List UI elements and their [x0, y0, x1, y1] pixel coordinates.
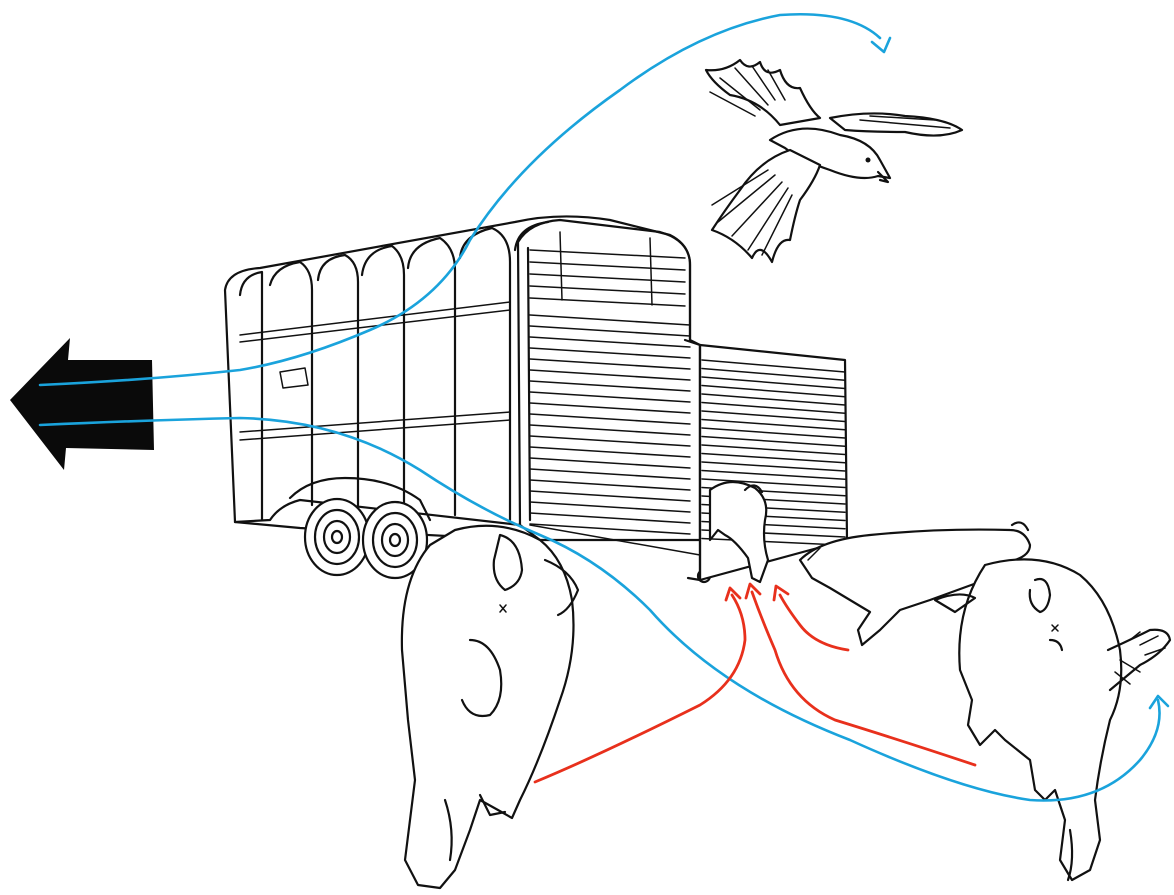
flying-bird [706, 60, 962, 262]
exit-arrow [10, 338, 154, 470]
pig-right [935, 559, 1170, 880]
open-gate [685, 340, 847, 580]
pig-left [402, 526, 578, 888]
red-flow-lines [535, 584, 975, 782]
